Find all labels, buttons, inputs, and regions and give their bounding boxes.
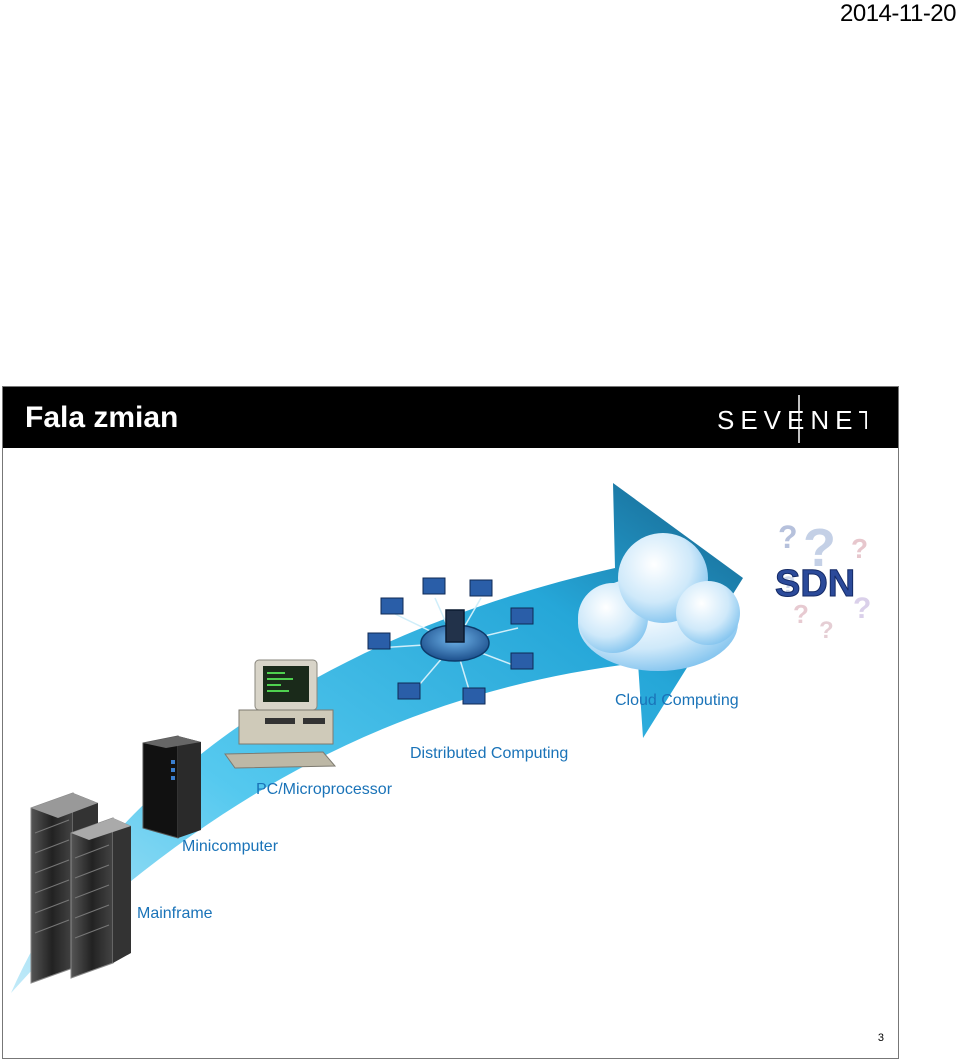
svg-text:?: ? (803, 518, 836, 578)
network-icon (377, 597, 522, 704)
laptop-icons (367, 577, 534, 705)
pc-icon (224, 659, 337, 769)
wave-arrow (11, 483, 743, 993)
sdn-badge: ? ? ? ? ? ? ? SDN (775, 518, 872, 644)
svg-text:?: ? (793, 599, 809, 629)
svg-text:?: ? (853, 592, 871, 625)
evolution-wave: ? ? ? ? ? ? ? SDN (11, 483, 872, 993)
title-bar: Fala zmian SEVENET (3, 387, 898, 448)
slide-title: Fala zmian (25, 401, 179, 434)
svg-text:?: ? (778, 519, 798, 555)
stage-label-cloud: Cloud Computing (615, 692, 739, 709)
stage-label-pc: PC/Microprocessor (256, 781, 393, 798)
minicomputer-icon (142, 735, 201, 839)
page-number: 3 (877, 1032, 884, 1044)
sevenet-logo-text: SEVENET (717, 405, 867, 435)
svg-text:?: ? (819, 617, 834, 644)
mainframe-icon (30, 792, 131, 984)
stage-label-minicomputer: Minicomputer (182, 838, 279, 855)
stage-label-distributed: Distributed Computing (410, 745, 569, 762)
header-date: 2014-11-20 (840, 0, 956, 27)
stage-label-mainframe: Mainframe (137, 905, 213, 922)
svg-text:?: ? (781, 572, 796, 599)
slide: Fala zmian SEVENET (2, 386, 899, 1059)
sevenet-logo: SEVENET (717, 395, 867, 443)
svg-text:?: ? (851, 533, 868, 564)
cloud-icon (578, 533, 740, 671)
sdn-text: SDN (775, 563, 855, 605)
